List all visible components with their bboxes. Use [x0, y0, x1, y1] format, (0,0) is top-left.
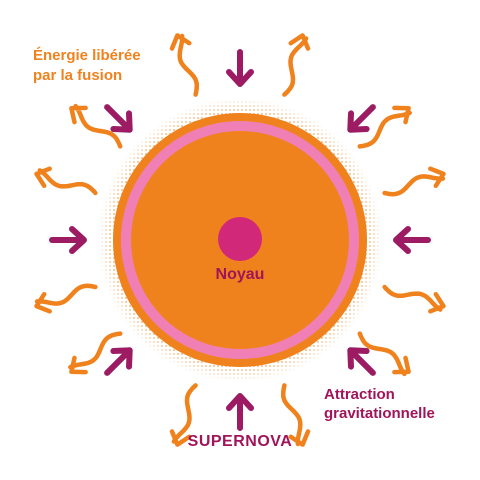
wavy-outward-arrow-icon: [169, 33, 200, 97]
inward-arrow-icon: [226, 393, 254, 431]
inward-arrow-icon: [49, 226, 87, 254]
energy-arrows: [34, 33, 446, 447]
wavy-outward-arrow-icon: [282, 33, 311, 97]
wavy-outward-arrow-icon: [68, 331, 123, 375]
supernova-title: SUPERNOVA: [188, 433, 293, 450]
wavy-outward-arrow-icon: [34, 283, 98, 314]
energy-label-line1: Énergie libérée: [33, 47, 141, 64]
gravity-label-line1: Attraction: [324, 386, 395, 403]
wavy-outward-arrow-icon: [382, 166, 446, 197]
wavy-outward-arrow-icon: [357, 105, 412, 149]
core-label: Noyau: [216, 266, 265, 283]
inward-arrow-icon: [347, 347, 376, 376]
wavy-outward-arrow-icon: [69, 103, 123, 149]
gravity-label: Attraction gravitationnelle: [324, 386, 435, 422]
energy-label: Énergie libérée par la fusion: [33, 47, 145, 84]
inward-arrow-icon: [226, 49, 254, 87]
inward-arrow-icon: [104, 347, 133, 376]
gravity-label-line2: gravitationnelle: [324, 405, 435, 422]
wavy-outward-arrow-icon: [382, 284, 446, 314]
wavy-outward-arrow-icon: [34, 166, 98, 196]
core-dot-icon: [218, 217, 262, 261]
gravity-arrows: [49, 49, 431, 431]
wavy-outward-arrow-icon: [280, 383, 311, 447]
inward-arrow-icon: [393, 226, 431, 254]
wavy-outward-arrow-icon: [169, 383, 198, 447]
energy-label-line2: par la fusion: [33, 67, 122, 84]
inward-arrow-icon: [347, 104, 376, 133]
wavy-outward-arrow-icon: [357, 331, 411, 377]
inward-arrow-icon: [104, 104, 133, 133]
